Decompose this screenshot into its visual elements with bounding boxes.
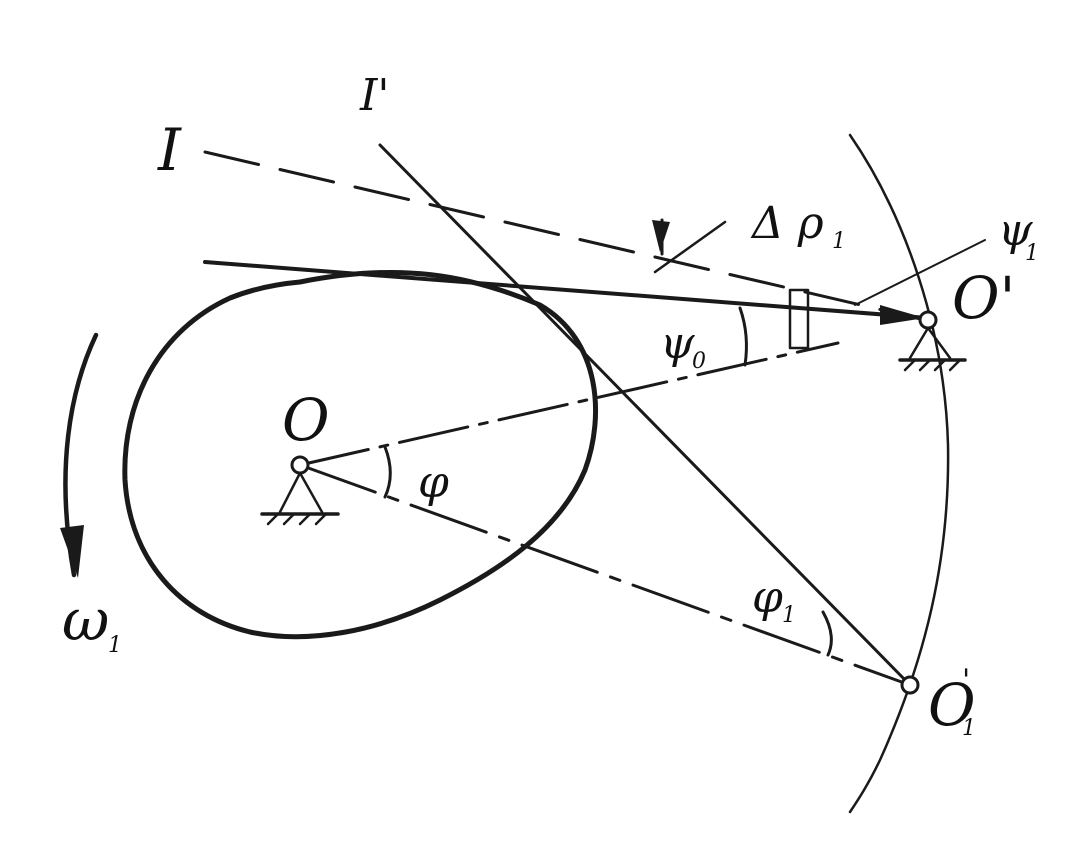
svg-text:Δ ρ: Δ ρ [750,198,824,249]
label-point-O1-prime: O 1 ' [928,663,976,741]
svg-text:1: 1 [108,633,122,658]
radius-line-lower [298,463,912,687]
cam-profile [122,269,599,640]
line-I-dashed [203,150,927,322]
line-I-prime [378,143,912,687]
svg-text:ψ: ψ [660,318,695,369]
pivot-O-prime [898,310,967,372]
pivot-O [260,455,340,526]
svg-text:O: O [928,671,976,739]
psi1-leader [854,239,986,306]
rotation-arrowhead [60,525,84,578]
svg-text:ω: ω [62,586,109,654]
angle-psi0-arc [738,306,748,367]
label-delta-rho: Δ ρ 1 [750,198,846,254]
svg-text:1: 1 [962,716,976,741]
label-line-I: I [157,116,182,184]
pivot-O1-prime [900,675,920,695]
svg-text:φ: φ [752,572,783,623]
angle-phi-arc [383,445,392,499]
radius-line-upper [298,341,840,467]
label-omega: ω 1 [62,586,122,658]
svg-text:ψ: ψ [998,205,1033,256]
angle-phi1-arc [821,610,833,657]
label-point-O: O [282,386,330,454]
label-point-O-prime: O' [952,264,1016,332]
follower-marker-rect [788,288,810,350]
label-angle-phi: φ [418,457,449,508]
label-angle-psi0: ψ 0 [660,318,706,374]
tangent-line-upper [203,260,930,320]
svg-text:1: 1 [782,603,796,628]
svg-text:0: 0 [692,349,706,374]
svg-text:1: 1 [1025,241,1039,266]
tangent-arrowhead [880,305,925,325]
svg-text:': ' [962,663,970,698]
label-angle-phi1: φ 1 [752,572,796,628]
label-line-I-prime: I' [359,70,389,121]
label-psi1: ψ 1 [998,205,1039,266]
follower-pivot-arc [848,133,950,814]
svg-text:1: 1 [832,229,846,254]
delta-rho-leader [653,220,727,274]
